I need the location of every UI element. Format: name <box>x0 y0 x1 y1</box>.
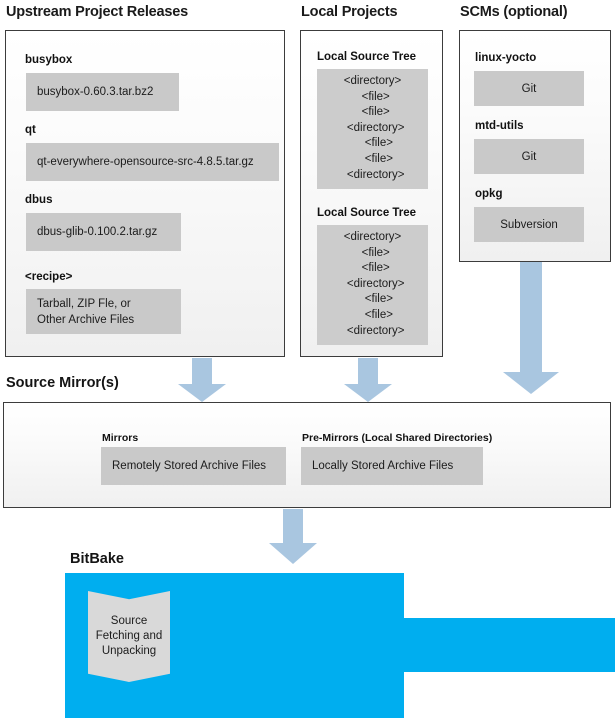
tree-row: <file> <box>355 90 390 103</box>
upstream-item-value-dbus: dbus-glib-0.100.2.tar.gz <box>26 213 181 251</box>
upstream-item-label-busybox: busybox <box>25 54 73 66</box>
local-source-tree-box-1: <directory> <file> <file> <directory> <f… <box>317 69 428 189</box>
scm-item-value-linux-yocto: Git <box>474 71 584 106</box>
source-fetching-and-unpacking-process: Source Fetching and Unpacking <box>88 591 170 682</box>
tree-row: <file> <box>355 262 390 275</box>
tree-row: <file> <box>352 293 393 306</box>
mirrors-group-value: Remotely Stored Archive Files <box>101 447 286 485</box>
upstream-item-value-qt: qt-everywhere-opensource-src-4.8.5.tar.g… <box>26 143 279 181</box>
tree-row: <file> <box>355 106 390 119</box>
upstream-item-label-qt: qt <box>25 124 36 136</box>
bitbake-heading: BitBake <box>70 551 124 567</box>
tree-row: <file> <box>352 137 393 150</box>
tree-row: <directory> <box>343 231 402 243</box>
tree-row: <directory> <box>340 168 405 181</box>
tree-row: <directory> <box>340 324 405 337</box>
tree-row: <directory> <box>343 75 402 87</box>
upstream-item-label-recipe: <recipe> <box>25 271 73 283</box>
local-source-tree-box-2: <directory> <file> <file> <directory> <f… <box>317 225 428 345</box>
recipe-value-line-1: Tarball, ZIP Fle, or <box>37 298 131 310</box>
tree-row: <file> <box>352 308 393 321</box>
scms-column-heading: SCMs (optional) <box>460 4 568 20</box>
bitbake-extension-bar <box>404 618 615 672</box>
local-source-tree-label-1: Local Source Tree <box>317 51 417 63</box>
recipe-value-line-2: Other Archive Files <box>37 314 135 326</box>
local-projects-panel: Local Source Tree <directory> <file> <fi… <box>300 30 443 357</box>
tree-row: <directory> <box>340 121 405 134</box>
mirrors-group-label: Mirrors <box>102 432 139 444</box>
upstream-panel: busybox busybox-0.60.3.tar.bz2 qt qt-eve… <box>5 30 285 357</box>
local-projects-column-heading: Local Projects <box>301 4 398 20</box>
tree-row: <file> <box>352 152 393 165</box>
upstream-item-value-recipe: Tarball, ZIP Fle, or Other Archive Files <box>26 289 181 334</box>
scm-item-value-opkg: Subversion <box>474 207 584 242</box>
pre-mirrors-group-label: Pre-Mirrors (Local Shared Directories) <box>302 432 493 444</box>
pre-mirrors-group-value: Locally Stored Archive Files <box>301 447 483 485</box>
scm-item-label-linux-yocto: linux-yocto <box>475 52 537 64</box>
process-line-1: Source <box>110 615 148 627</box>
tree-row: <file> <box>355 246 390 259</box>
upstream-column-heading: Upstream Project Releases <box>6 4 188 20</box>
tree-row: <directory> <box>340 277 405 290</box>
source-mirrors-heading: Source Mirror(s) <box>6 375 119 391</box>
process-line-2: Fetching and <box>95 630 163 642</box>
scm-item-value-mtd-utils: Git <box>474 139 584 174</box>
scms-panel: linux-yocto Git mtd-utils Git opkg Subve… <box>459 30 611 262</box>
process-line-3: Unpacking <box>101 645 157 657</box>
source-mirrors-panel: Mirrors Remotely Stored Archive Files Pr… <box>3 402 611 508</box>
upstream-item-label-dbus: dbus <box>25 194 53 206</box>
scm-item-label-opkg: opkg <box>475 188 503 200</box>
upstream-item-value-busybox: busybox-0.60.3.tar.bz2 <box>26 73 179 111</box>
local-source-tree-label-2: Local Source Tree <box>317 207 417 219</box>
scm-item-label-mtd-utils: mtd-utils <box>475 120 524 132</box>
